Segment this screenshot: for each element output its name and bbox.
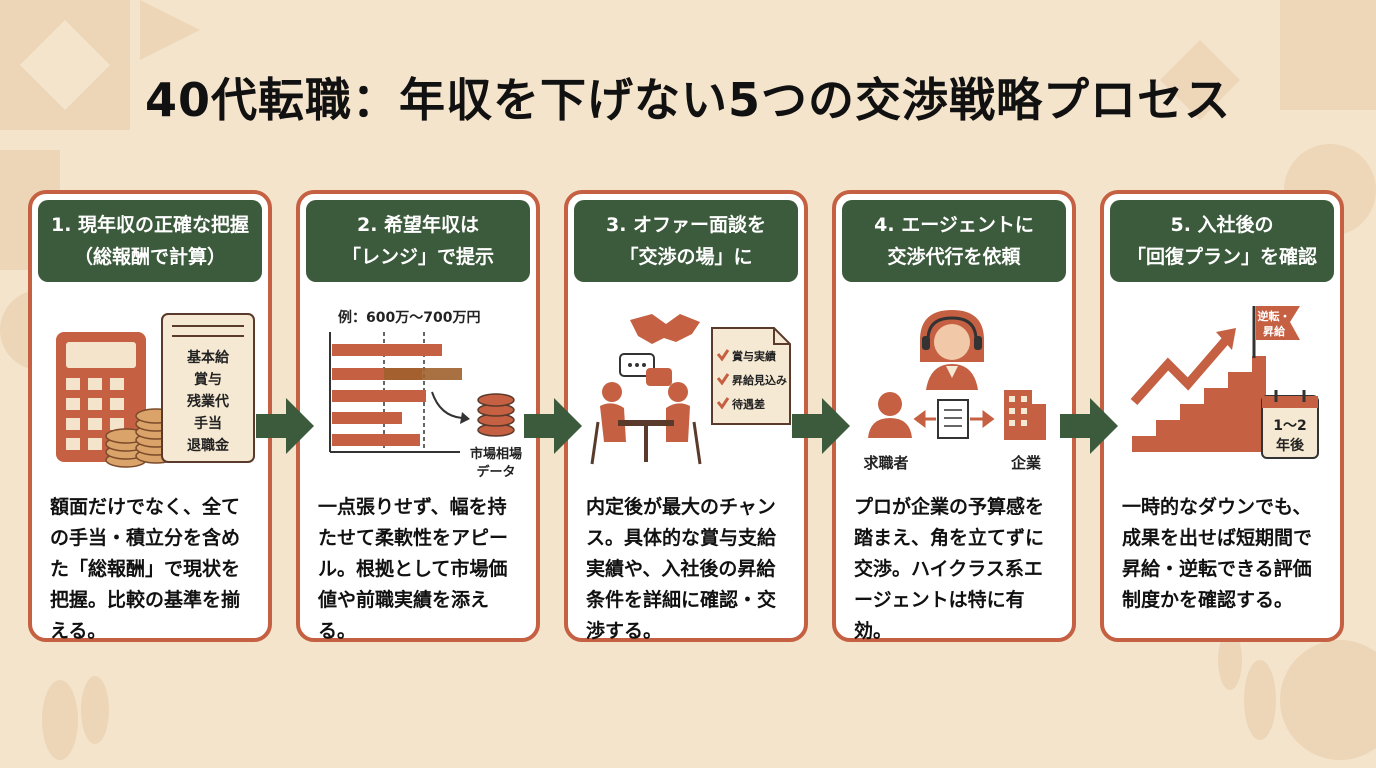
step-1-line-4: 把握。比較の基準を揃 xyxy=(50,589,241,611)
step-2-line-2: たせて柔軟性をアピー xyxy=(318,527,509,549)
company-label: 企業 xyxy=(1010,454,1042,472)
check-item-1: 賞与実績 xyxy=(732,349,776,363)
calendar-text-2: 年後 xyxy=(1276,437,1305,454)
step-4-line-3: 交渉。ハイクラス系エ xyxy=(854,558,1043,580)
salary-item-4: 手当 xyxy=(194,415,222,432)
job-seeker-label: 求職者 xyxy=(863,454,908,472)
negotiation-meeting-icon: 賞与実績 昇給見込み 待遇差 xyxy=(590,314,791,465)
flow-arrow-4 xyxy=(1060,398,1118,454)
step-subtitle-3: 「交渉の場」に xyxy=(619,246,753,268)
step-description-2: 一点張りせず、幅を持 たせて柔軟性をアピー ル。根拠として市場価 値や前職実績を… xyxy=(318,492,524,647)
step-5-line-3: 昇給・逆転できる評価 xyxy=(1122,558,1312,580)
step-3-line-3: 実績や、入社後の昇給 xyxy=(586,558,776,580)
step-description-3: 内定後が最大のチャン ス。具体的な賞与支給 実績や、入社後の昇給 条件を詳細に確… xyxy=(586,492,792,647)
step-card-2: 2. 希望年収は 「レンジ」で提示 例：600万〜700万円 市場相場 データ … xyxy=(296,190,540,642)
market-data-label-1: 市場相場 xyxy=(470,446,522,462)
check-item-2: 昇給見込み xyxy=(732,373,787,387)
step-1-line-1: 額面だけでなく、全て xyxy=(50,496,241,518)
step-4-line-1: プロが企業の予算感を xyxy=(854,496,1045,518)
step-3-line-4: 条件を詳細に確認・交 xyxy=(586,589,777,611)
step-3-line-5: 渉する。 xyxy=(586,620,663,642)
flag-icon: 逆転・ 昇給 xyxy=(1252,306,1300,358)
document-icon xyxy=(937,399,969,439)
range-bar-chart-icon: 例：600万〜700万円 市場相場 データ xyxy=(329,309,522,480)
checklist-document-icon: 賞与実績 昇給見込み 待遇差 xyxy=(711,327,791,425)
market-data-label-2: データ xyxy=(476,464,515,480)
step-subtitle-5: 「回復プラン」を確認 xyxy=(1126,246,1317,268)
agent-mediation-icon: 求職者 企業 xyxy=(863,310,1046,472)
flag-text-2: 昇給 xyxy=(1263,324,1286,338)
salary-item-2: 賞与 xyxy=(194,371,222,388)
salary-item-3: 残業代 xyxy=(187,393,229,410)
check-item-3: 待遇差 xyxy=(731,397,765,411)
chat-bubbles-icon xyxy=(619,353,672,386)
handshake-icon xyxy=(630,314,700,344)
step-subtitle-2: 「レンジ」で提示 xyxy=(341,246,494,268)
step-header-3: 3. オファー面談を 「交渉の場」に xyxy=(574,200,798,282)
calendar-icon: 1〜2 年後 xyxy=(1261,390,1319,459)
step-subtitle-4: 交渉代行を依頼 xyxy=(887,246,1021,268)
step-title-3: 3. オファー面談を xyxy=(605,214,767,236)
double-arrow-icon xyxy=(913,410,995,428)
step-header-1: 1. 現年収の正確な把握 （総報酬で計算） xyxy=(38,200,262,282)
step-description-4: プロが企業の予算感を 踏まえ、角を立てずに 交渉。ハイクラス系エ ージェントは特… xyxy=(854,492,1060,647)
step-title-1: 1. 現年収の正確な把握 xyxy=(50,214,250,236)
step-subtitle-1: （総報酬で計算） xyxy=(73,246,226,268)
step-1-line-2: の手当・積立分を含め xyxy=(50,527,241,549)
step-2-line-3: ル。根拠として市場価 xyxy=(318,558,508,580)
step-header-5: 5. 入社後の 「回復プラン」を確認 xyxy=(1110,200,1334,282)
recovery-plan-icon: 逆転・ 昇給 1〜2 年後 xyxy=(1130,306,1319,459)
flag-text-1: 逆転・ xyxy=(1258,309,1291,323)
page-title: 40代転職：年収を下げない5つの交渉戦略プロセス xyxy=(144,73,1232,127)
step-2-line-5: る。 xyxy=(318,620,357,642)
step-2-line-4: 値や前職実績を添え xyxy=(318,589,490,611)
calendar-text-1: 1〜2 xyxy=(1273,418,1306,434)
flow-arrow-2 xyxy=(524,398,582,454)
step-description-5: 一時的なダウンでも、 成果を出せば短期間で 昇給・逆転できる評価 制度かを確認す… xyxy=(1122,492,1328,616)
step-5-line-2: 成果を出せば短期間で xyxy=(1122,527,1313,549)
step-4-line-2: 踏まえ、角を立てずに xyxy=(854,527,1045,549)
calculator-coins-icon: 基本給 賞与 残業代 手当 退職金 xyxy=(56,313,255,468)
step-3-line-1: 内定後が最大のチャン xyxy=(586,496,776,518)
step-card-5: 5. 入社後の 「回復プラン」を確認 逆転・ 昇給 1〜2 年後 一時的なダウン… xyxy=(1100,190,1344,642)
step-1-line-5: える。 xyxy=(50,620,107,642)
range-example: 例：600万〜700万円 xyxy=(338,309,480,326)
step-3-line-2: ス。具体的な賞与支給 xyxy=(586,527,777,549)
step-title-5: 5. 入社後の xyxy=(1170,214,1274,236)
company-building-icon xyxy=(1004,390,1046,440)
step-title-4: 4. エージェントに xyxy=(874,214,1034,236)
step-card-4: 4. エージェントに 交渉代行を依頼 xyxy=(832,190,1076,642)
agent-headset-icon xyxy=(920,310,984,390)
flow-arrow-3 xyxy=(792,398,850,454)
trend-arrow-icon xyxy=(1130,328,1236,406)
step-4-line-4: ージェントは特に有効。 xyxy=(854,589,1025,642)
step-5-line-1: 一時的なダウンでも、 xyxy=(1122,496,1312,518)
step-2-line-1: 一点張りせず、幅を持 xyxy=(318,496,507,518)
step-5-line-4: 制度かを確認する。 xyxy=(1122,589,1294,611)
salary-item-5: 退職金 xyxy=(187,437,230,454)
step-card-3: 3. オファー面談を 「交渉の場」に 賞与実績 昇給見込み xyxy=(564,190,808,642)
staircase-icon xyxy=(1132,356,1266,452)
step-card-1: 1. 現年収の正確な把握 （総報酬で計算） 基本給 賞与 残業代 手当 退職金 … xyxy=(28,190,272,642)
step-header-2: 2. 希望年収は 「レンジ」で提示 xyxy=(306,200,530,282)
step-description-1: 額面だけでなく、全て の手当・積立分を含め た「総報酬」で現状を 把握。比較の基… xyxy=(50,492,256,647)
salary-item-1: 基本給 xyxy=(187,349,230,366)
flow-arrow-1 xyxy=(256,398,314,454)
job-seeker-icon xyxy=(868,392,912,438)
step-1-line-3: た「総報酬」で現状を xyxy=(50,558,241,580)
step-title-2: 2. 希望年収は xyxy=(356,214,480,236)
step-header-4: 4. エージェントに 交渉代行を依頼 xyxy=(842,200,1066,282)
